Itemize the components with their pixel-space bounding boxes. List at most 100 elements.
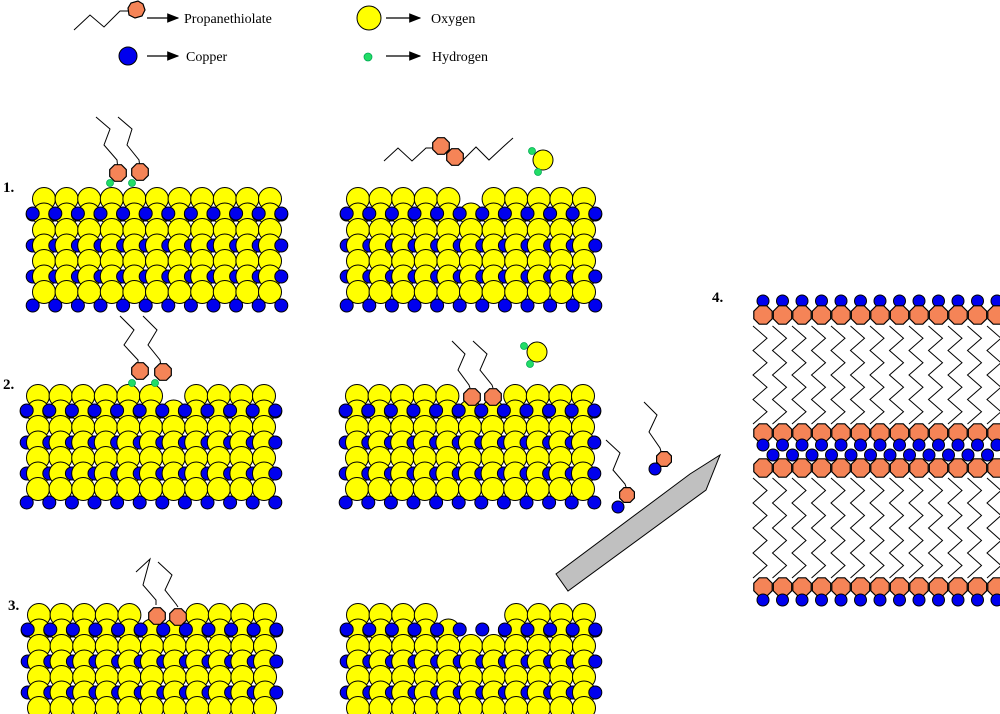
surface-step3-right (339, 603, 603, 714)
alkyl-chain (95, 116, 119, 171)
thiolate-sulfur (753, 305, 773, 325)
alkyl-chain (849, 477, 866, 579)
step-label-1: 1. (3, 180, 15, 196)
legend-label-oxygen: Oxygen (431, 12, 475, 27)
copper-atom (587, 495, 602, 510)
surface-step3-left (20, 603, 284, 714)
copper-atom (155, 403, 170, 418)
thiolate-sulfur (850, 577, 871, 597)
copper-atom (25, 206, 40, 221)
propanethiolate-icon (73, 0, 146, 31)
thiolate-sulfur (987, 577, 1000, 597)
thiolate-sulfur (655, 451, 673, 467)
alkyl-chain (383, 147, 436, 162)
oxygen-icon (356, 5, 382, 31)
alkyl-chain (966, 477, 983, 579)
oxygen-atom (459, 696, 483, 714)
copper-atom (520, 298, 535, 313)
thiolate-sulfur (772, 305, 793, 325)
copper-icon (118, 46, 138, 66)
thiolate-sulfur (831, 458, 851, 478)
copper-atom (883, 448, 897, 462)
oxygen-atom (481, 696, 506, 714)
copper-atom (452, 622, 467, 637)
thiolate-sulfur (909, 577, 929, 597)
oxygen-atom (391, 696, 416, 714)
alkyl-chain (869, 325, 885, 425)
oxygen-atom (504, 696, 529, 714)
copper-atom (990, 593, 1000, 607)
thiolate-sulfur (987, 305, 1000, 325)
copper-atom (951, 438, 965, 452)
oxygen-atom (252, 477, 276, 501)
copper-atom (361, 403, 376, 418)
copper-atom (496, 403, 511, 418)
copper-atom (42, 403, 57, 418)
copper-atom (133, 622, 148, 637)
copper-atom (87, 495, 102, 510)
alkyl-chain (135, 557, 157, 605)
oxygen-atom (207, 696, 232, 714)
copper-atom (543, 206, 558, 221)
copper-atom (430, 298, 445, 313)
copper-atom (132, 495, 147, 510)
copper-atom (834, 438, 848, 452)
copper-atom (971, 438, 984, 452)
legend-label-copper: Copper (186, 50, 228, 65)
copper-atom (48, 298, 63, 313)
alkyl-chain (908, 477, 924, 579)
oxygen-atom (346, 696, 370, 714)
copper-atom (206, 298, 221, 313)
copper-atom (65, 622, 80, 637)
copper-atom (70, 298, 85, 313)
oxygen-atom (49, 696, 74, 714)
copper-atom (339, 206, 354, 221)
copper-atom (339, 622, 354, 637)
copper-atom (951, 593, 965, 607)
copper-atom (864, 448, 877, 462)
thiolate-sulfur (463, 388, 481, 406)
copper-atom (338, 403, 353, 418)
copper-atom (542, 495, 557, 510)
copper-atom (565, 622, 580, 637)
copper-atom (251, 298, 266, 313)
thiolate-sulfur (792, 305, 812, 325)
copper-atom (70, 206, 85, 221)
copper-atom (223, 495, 238, 510)
copper-atom (815, 593, 828, 607)
copper-atom (834, 593, 848, 607)
copper-atom (451, 403, 466, 418)
copper-atom (854, 438, 867, 452)
alkyl-chain (986, 325, 1000, 425)
thiolate-sulfur (831, 305, 851, 325)
copper-atom (384, 206, 399, 221)
thiolate-sulfur (909, 305, 929, 325)
thiolate-sulfur (169, 608, 187, 626)
copper-atom (155, 495, 170, 510)
copper-atom (177, 403, 192, 418)
copper-atom (474, 495, 489, 510)
copper-atom (362, 206, 377, 221)
oxygen-atom (117, 696, 142, 714)
copper-atom (588, 206, 603, 221)
copper-atom (251, 206, 266, 221)
oxygen-atom (162, 696, 187, 714)
hydrogen-atom (520, 342, 528, 350)
copper-atom (756, 593, 770, 607)
copper-atom (805, 448, 819, 462)
thiolate-sulfur (928, 458, 949, 478)
copper-atom (223, 403, 238, 418)
oxygen-atom (94, 696, 119, 714)
copper-atom (776, 438, 789, 452)
copper-atom (407, 206, 422, 221)
copper-atom (942, 448, 955, 462)
hydrogen-atom (106, 179, 114, 187)
thiolate-sulfur (948, 577, 968, 597)
alkyl-chain (752, 477, 768, 579)
hydrogen-atom (128, 379, 136, 387)
oxygen-atom (27, 696, 51, 714)
copper-atom (932, 438, 945, 452)
thiolate-sulfur (753, 458, 773, 478)
copper-atom (177, 495, 192, 510)
